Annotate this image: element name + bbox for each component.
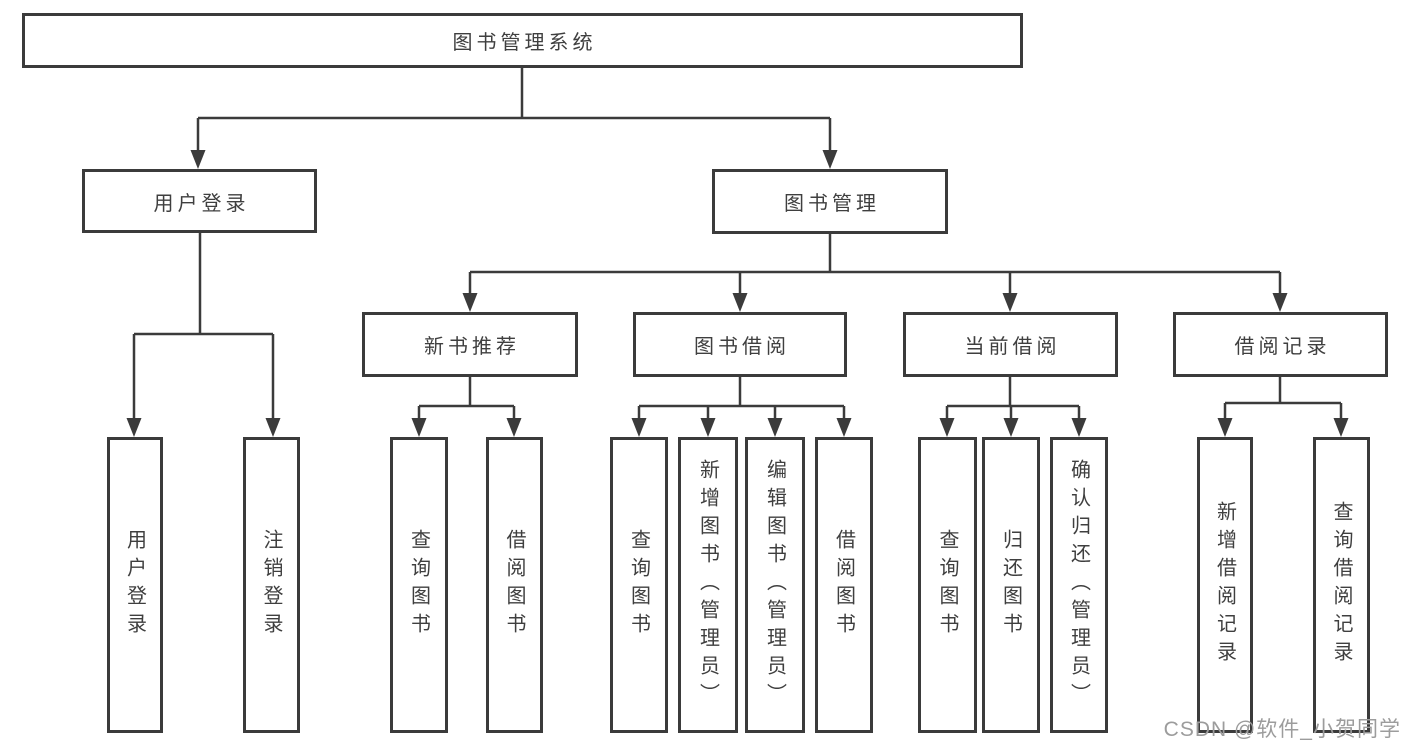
connector-root-to-level2 bbox=[190, 68, 838, 169]
leaf-logout-label: 注销登录 bbox=[260, 529, 282, 641]
leaf-borrow-books-recommend: 借阅图书 bbox=[486, 437, 543, 733]
leaf-query-books-current-label: 查询图书 bbox=[936, 529, 958, 641]
leaf-borrow-books-recommend-label: 借阅图书 bbox=[503, 529, 525, 641]
leaf-query-books-recommend: 查询图书 bbox=[390, 437, 448, 733]
leaf-borrow-books-label: 借阅图书 bbox=[832, 529, 855, 641]
leaf-return-books: 归还图书 bbox=[982, 437, 1040, 733]
node-book-management: 图书管理 bbox=[712, 169, 948, 234]
leaf-confirm-return-admin: 确认归还（管理员） bbox=[1050, 437, 1108, 733]
leaf-logout: 注销登录 bbox=[243, 437, 300, 733]
leaf-query-borrow-record-label: 查询借阅记录 bbox=[1330, 501, 1352, 669]
leaf-add-borrow-record-label: 新增借阅记录 bbox=[1213, 501, 1236, 669]
leaf-confirm-return-admin-label: 确认归还（管理员） bbox=[1067, 459, 1090, 711]
leaf-edit-book-admin-label: 编辑图书（管理员） bbox=[763, 459, 786, 711]
connector-user-login-to-leaves bbox=[126, 233, 281, 437]
node-library-management-system: 图书管理系统 bbox=[22, 13, 1023, 68]
leaf-return-books-label: 归还图书 bbox=[999, 529, 1022, 641]
leaf-query-books-borrowing-label: 查询图书 bbox=[627, 529, 650, 641]
leaf-query-books-current: 查询图书 bbox=[918, 437, 977, 733]
connector-book-borrowing-to-leaves bbox=[631, 377, 852, 437]
leaf-user-login: 用户登录 bbox=[107, 437, 163, 733]
leaf-edit-book-admin: 编辑图书（管理员） bbox=[745, 437, 805, 733]
leaf-borrow-books: 借阅图书 bbox=[815, 437, 873, 733]
leaf-add-book-admin: 新增图书（管理员） bbox=[678, 437, 738, 733]
node-borrow-records: 借阅记录 bbox=[1173, 312, 1388, 377]
node-current-borrowing: 当前借阅 bbox=[903, 312, 1118, 377]
watermark-text: CSDN @软件_小贺同学 bbox=[1163, 718, 1401, 741]
node-user-login: 用户登录 bbox=[82, 169, 317, 233]
node-new-book-recommend: 新书推荐 bbox=[362, 312, 578, 377]
node-book-borrowing: 图书借阅 bbox=[633, 312, 847, 377]
connector-current-borrowing-to-leaves bbox=[939, 377, 1087, 437]
leaf-query-books-recommend-label: 查询图书 bbox=[407, 529, 430, 641]
connector-borrow-records-to-leaves bbox=[1217, 377, 1349, 437]
connector-new-book-recommend-to-leaves bbox=[411, 377, 522, 437]
leaf-query-books-borrowing: 查询图书 bbox=[610, 437, 668, 733]
leaf-user-login-label: 用户登录 bbox=[123, 529, 146, 641]
leaf-add-borrow-record: 新增借阅记录 bbox=[1197, 437, 1253, 733]
leaf-query-borrow-record: 查询借阅记录 bbox=[1313, 437, 1370, 733]
connector-book-management-to-level3 bbox=[462, 234, 1288, 312]
leaf-add-book-admin-label: 新增图书（管理员） bbox=[696, 459, 719, 711]
